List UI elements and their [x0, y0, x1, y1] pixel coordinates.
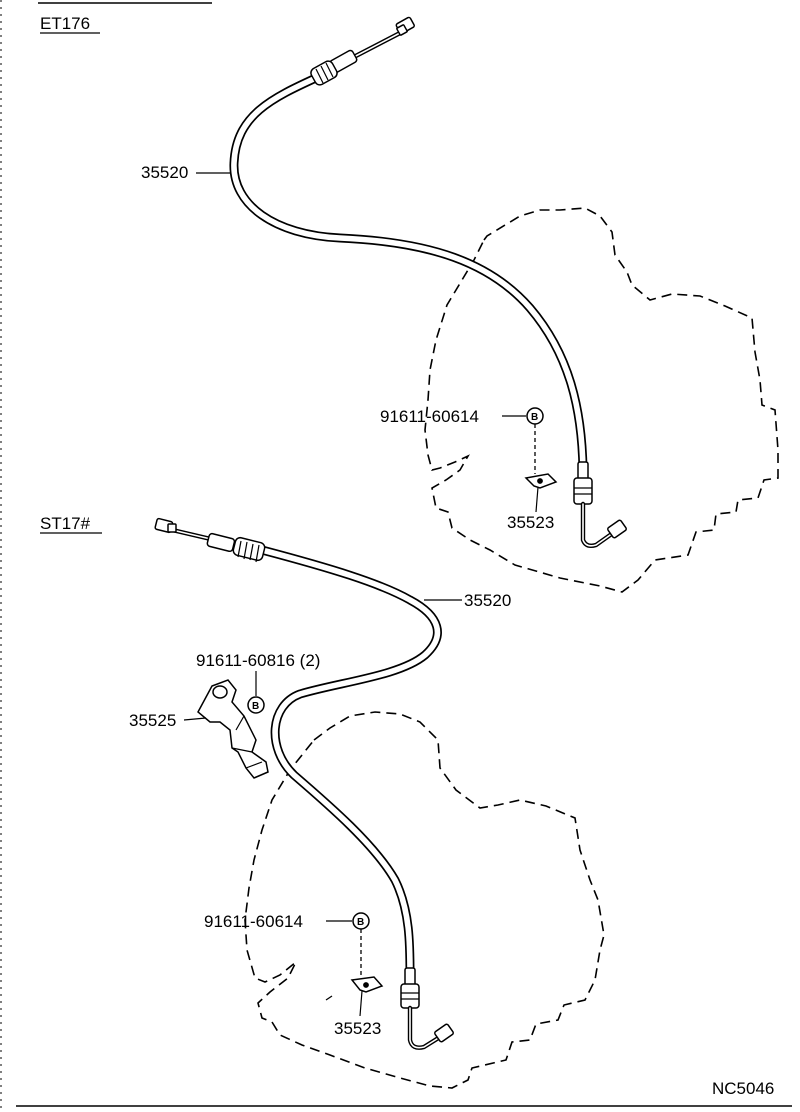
bolt-b-mark-bottom: B	[357, 917, 364, 928]
top-section: ET176 91611-60	[40, 14, 779, 593]
bolt-b-mark-top: B	[531, 412, 538, 423]
cable-upper-end-bottom	[154, 517, 266, 563]
label-clip-35523-top: 35523	[507, 513, 554, 532]
bottom-section: ST17#	[40, 514, 605, 1089]
figure-code: NC5046	[712, 1079, 774, 1098]
label-bolt-91611-60614-bottom: 91611-60614	[204, 912, 303, 931]
leader-clip-bottom	[359, 990, 363, 1017]
cable-upper-end-top	[310, 16, 415, 86]
bolt-b-icon-bracket: B	[247, 696, 265, 714]
bracket-35525	[197, 679, 269, 779]
bolt-b-mark-bracket: B	[252, 701, 259, 712]
bolt-b-icon-top: B	[526, 407, 544, 425]
top-section-title: ET176	[40, 14, 90, 33]
leader-clip-top	[535, 486, 539, 513]
label-cable-35520-bottom: 35520	[464, 591, 511, 610]
clip-35523-bottom	[350, 976, 384, 993]
transmission-outline-bottom	[244, 711, 605, 1089]
clip-35523-top	[524, 473, 558, 489]
label-bracket-35525: 35525	[129, 711, 176, 730]
bolt-b-icon-bottom: B	[352, 912, 370, 930]
bottom-section-title: ST17#	[40, 514, 91, 533]
leader-bracket	[183, 717, 207, 721]
label-bolt-91611-60816: 91611-60816 (2)	[196, 651, 320, 670]
housing-mark	[325, 995, 333, 1001]
transmission-outline-top	[424, 207, 779, 593]
cable-lower-end-bottom	[400, 967, 454, 1050]
label-bolt-91611-60614-top: 91611-60614	[380, 407, 479, 426]
label-cable-35520-top: 35520	[141, 163, 188, 182]
label-clip-35523-bottom: 35523	[334, 1019, 381, 1038]
cable-lower-end-top	[573, 461, 627, 549]
